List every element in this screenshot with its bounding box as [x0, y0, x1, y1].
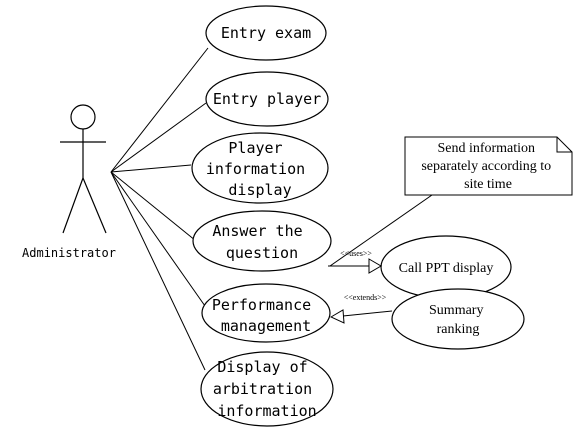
- label-performance-management: Performance management: [212, 296, 320, 335]
- label-line: Entry exam: [221, 24, 311, 42]
- label-line: management: [221, 317, 311, 335]
- actor-associations: [110, 47, 209, 371]
- label-line: Player: [228, 139, 282, 157]
- note-send-information: [404, 136, 573, 196]
- extends-arrowhead: [329, 309, 345, 324]
- label-line: Entry player: [213, 90, 321, 108]
- actor-left-leg: [62, 177, 84, 234]
- assoc-arbitration: [110, 171, 206, 371]
- note-connector: [329, 194, 433, 267]
- label-answer-the-question: Answer the question: [212, 222, 311, 262]
- note-text: Send information separately according to…: [421, 141, 554, 192]
- uses-arrowhead: [368, 258, 382, 274]
- assoc-player-information: [110, 164, 192, 173]
- label-summary-ranking: Summary ranking: [429, 303, 487, 337]
- label-entry-player: Entry player: [213, 90, 321, 108]
- note-line: Send information: [437, 141, 535, 156]
- use-case-player-information-display: [191, 132, 329, 204]
- assoc-entry-exam: [110, 47, 209, 173]
- assoc-answer-question: [110, 171, 202, 246]
- label-player-information-display: Player information display: [206, 139, 314, 199]
- extends-relation: [329, 309, 393, 324]
- label-line: arbitration: [213, 380, 312, 398]
- actor-right-leg: [82, 177, 107, 234]
- use-case-display-of-arbitration-information: [200, 351, 334, 427]
- label-line: Display of: [217, 358, 307, 376]
- label-line: information: [217, 402, 316, 420]
- uses-relation: [328, 258, 382, 274]
- note-line: site time: [464, 177, 512, 192]
- assoc-entry-player: [110, 102, 207, 173]
- label-line: Summary: [429, 303, 483, 318]
- actor-administrator: [60, 104, 107, 234]
- actor-label: Administrator: [22, 246, 116, 260]
- label-line: Answer the: [212, 222, 302, 240]
- label-line: Performance: [212, 296, 311, 314]
- label-display-of-arbitration-information: Display of arbitration information: [213, 358, 321, 420]
- label-line: display: [228, 181, 291, 199]
- label-entry-exam: Entry exam: [221, 24, 311, 42]
- label-line: ranking: [437, 322, 480, 337]
- extends-line: [342, 310, 393, 317]
- assoc-performance: [110, 171, 206, 307]
- label-call-ppt-display: Call PPT display: [399, 261, 494, 276]
- use-case-entry-player: [205, 71, 329, 127]
- extends-stereotype: <<extends>>: [344, 293, 387, 302]
- note-line: separately according to: [421, 159, 551, 174]
- uses-stereotype: <<uses>>: [340, 249, 372, 258]
- note-box: [404, 136, 573, 196]
- use-case-answer-the-question: [192, 210, 332, 272]
- actor-head: [70, 104, 96, 130]
- note-fold: [556, 137, 572, 153]
- label-line: question: [226, 244, 298, 262]
- use-case-entry-exam: [205, 5, 327, 61]
- use-case-summary-ranking: [391, 288, 525, 350]
- use-case-performance-management: [201, 283, 331, 343]
- label-line: information: [206, 160, 305, 178]
- label-line: Call PPT display: [399, 261, 494, 276]
